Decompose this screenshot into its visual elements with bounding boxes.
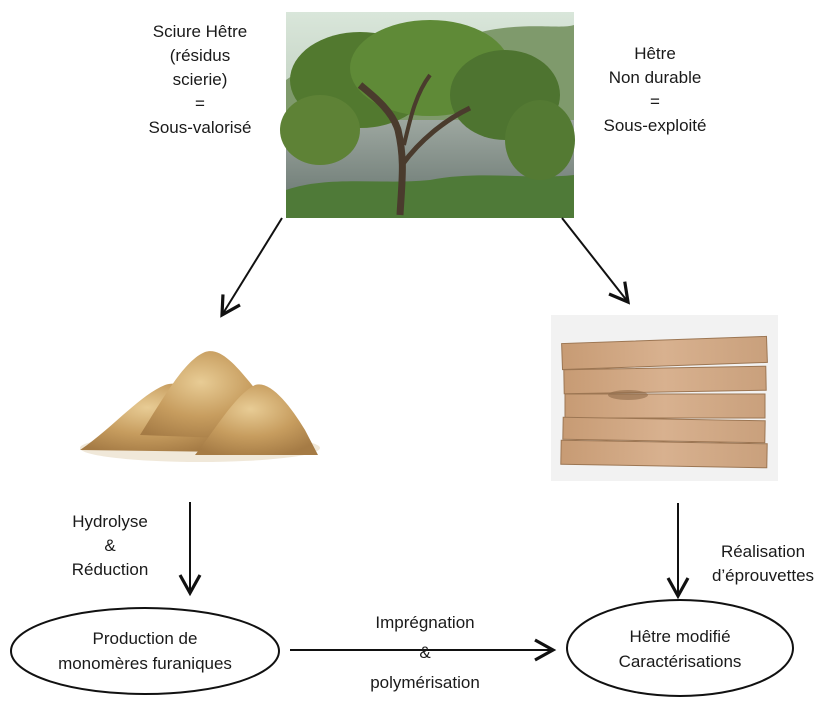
wood-specimens-photo (551, 315, 778, 481)
modified-beech-node-label: Hêtre modifié Caractérisations (618, 627, 742, 671)
modified-beech-node (566, 599, 794, 697)
arrow-tree-to-sawdust (220, 217, 283, 318)
sawdust-description: Sciure Hêtre (résidus scierie) = Sous-va… (148, 22, 252, 137)
arrow-tree-to-boards (561, 217, 631, 305)
production-node (10, 607, 280, 695)
specimen-preparation-label: Réalisation d’éprouvettes (711, 542, 815, 585)
impregnation-step-label: Imprégnation & polymérisation (370, 613, 480, 692)
beech-tree-photo (280, 12, 575, 218)
beech-description: Hêtre Non durable = Sous-exploité (603, 44, 707, 135)
production-node-label: Production de monomères furaniques (58, 629, 232, 673)
hydrolysis-step-label: Hydrolyse & Réduction (71, 512, 149, 579)
sawdust-photo (80, 351, 320, 462)
